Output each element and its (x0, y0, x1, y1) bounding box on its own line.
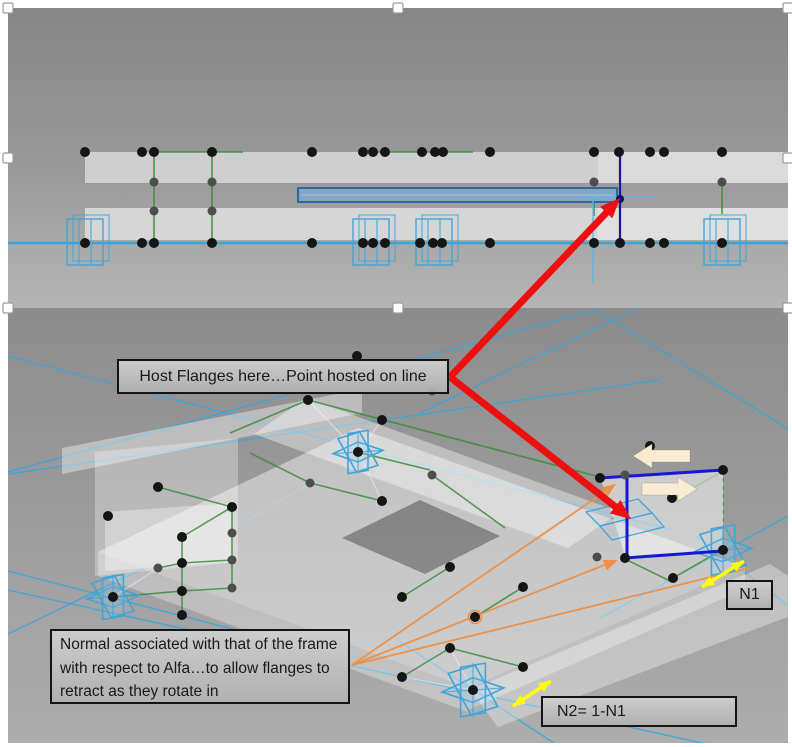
callout-host-flanges[interactable]: Host Flanges here…Point hosted on line (117, 359, 449, 394)
selection-handle-icon[interactable] (392, 302, 404, 314)
cream-arrow-left-icon (632, 443, 691, 469)
selection-handle-icon[interactable] (782, 302, 792, 314)
slab-profile-bar[interactable] (297, 187, 618, 203)
top-reference-points[interactable] (80, 147, 727, 248)
selection-handles[interactable] (2, 2, 792, 314)
orange-normal-lines (351, 484, 749, 666)
callout-n1[interactable]: N1 (726, 580, 773, 610)
selection-handle-icon[interactable] (2, 302, 14, 314)
selection-handle-icon[interactable] (782, 2, 792, 14)
frame-ring-top-face (98, 428, 745, 688)
frame-slabs (62, 389, 788, 727)
selection-handle-icon[interactable] (2, 2, 14, 14)
bottom-reference-points[interactable] (103, 351, 728, 695)
yellow-arrow-n2-icon (512, 679, 552, 708)
cream-arrow-right-icon (641, 476, 698, 502)
annotation-overlay (447, 198, 745, 708)
selection-handle-icon[interactable] (392, 2, 404, 14)
yellow-arrow-n1-icon (701, 559, 745, 589)
callout-n2[interactable]: N2= 1-N1 (541, 696, 737, 727)
selection-handle-icon[interactable] (2, 152, 14, 164)
selection-handle-icon[interactable] (782, 152, 792, 164)
red-callout-arrows (447, 198, 631, 519)
callout-normal-note[interactable]: Normal associated with that of the frame… (50, 629, 350, 704)
top-elevation-view-image[interactable] (8, 8, 788, 308)
hosted-point-highlight[interactable] (467, 609, 483, 625)
